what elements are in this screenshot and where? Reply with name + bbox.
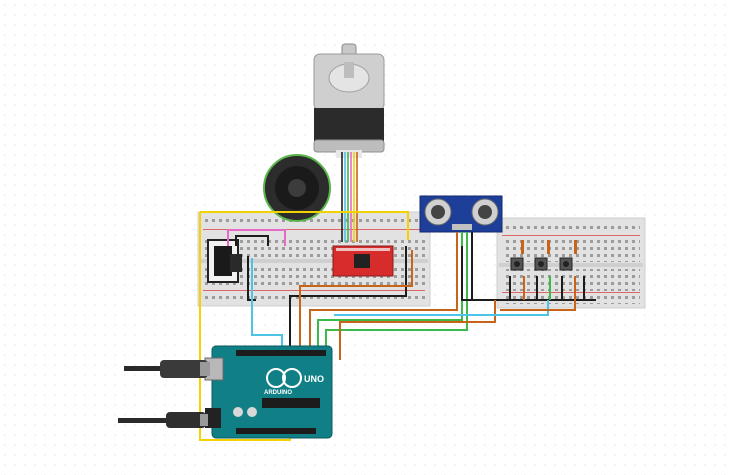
speaker-icon — [263, 154, 331, 222]
power-cable-icon — [118, 412, 208, 428]
stepper-motor-icon — [313, 43, 385, 158]
arduino-brand-label: ARDUINO — [264, 390, 292, 396]
usb-cable-icon — [124, 360, 210, 378]
arduino-uno-icon: UNO ARDUINO — [204, 345, 333, 439]
push-button-icon — [510, 240, 577, 271]
arduino-model-label: UNO — [304, 374, 324, 384]
breadboard-wires — [199, 211, 596, 441]
stepper-driver-board-icon — [332, 245, 394, 277]
motor-wires — [341, 152, 358, 242]
mp3-player-module-icon — [207, 239, 242, 283]
ultrasonic-sensor-icon — [419, 195, 503, 233]
